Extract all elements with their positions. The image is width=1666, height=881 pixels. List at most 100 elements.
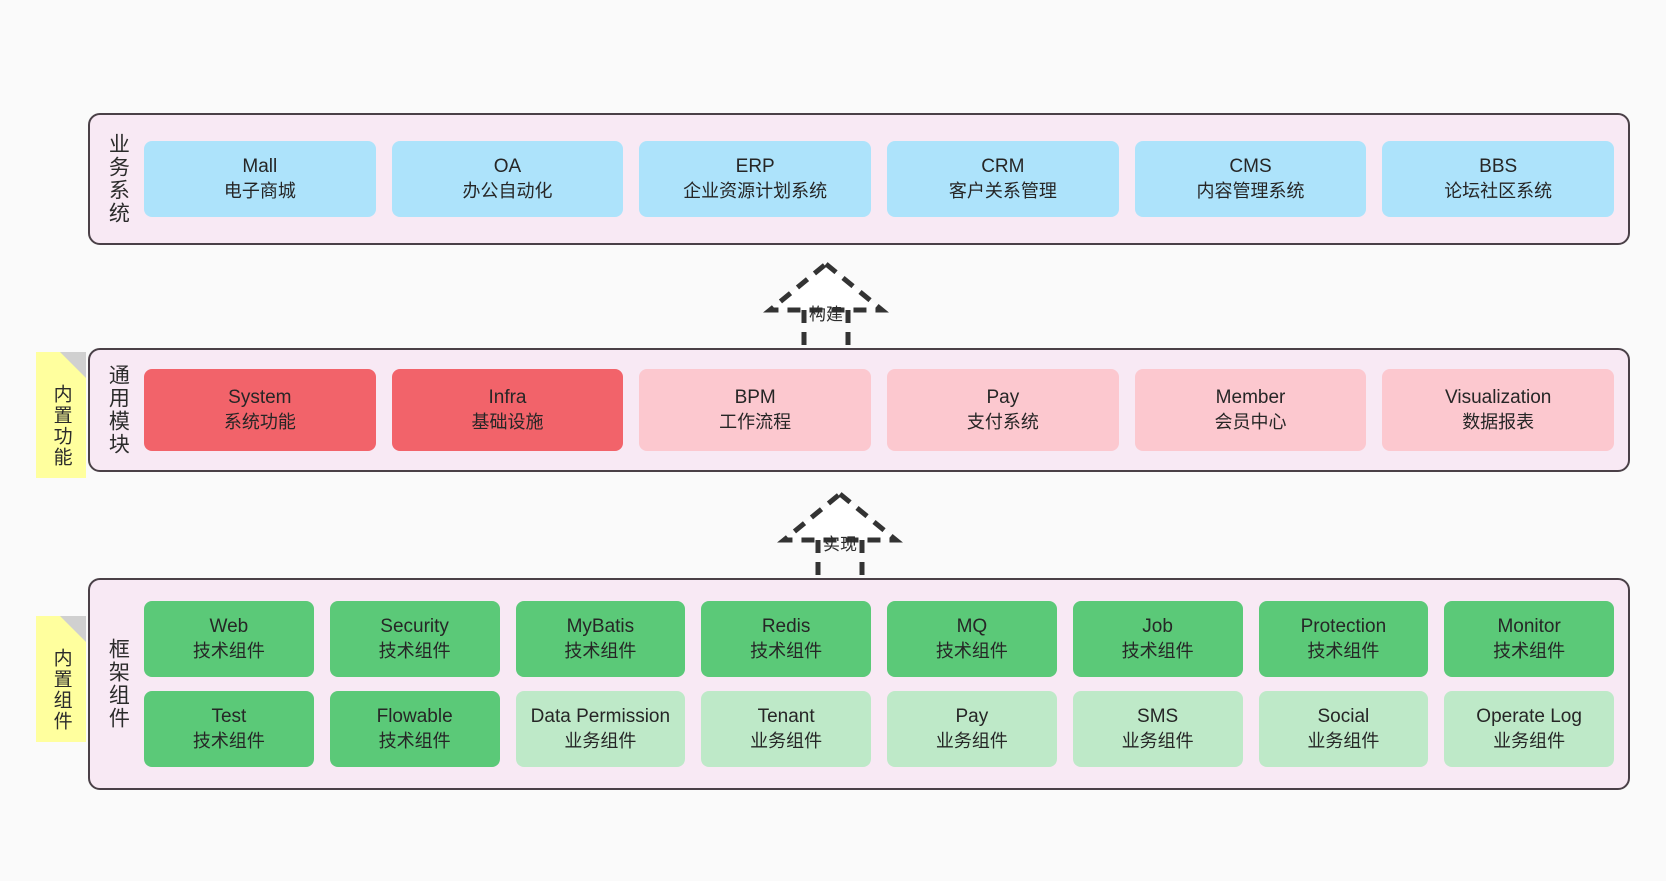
node-subtitle: 客户关系管理: [948, 180, 1057, 201]
node-name: Member: [1215, 387, 1286, 409]
node-infra[interactable]: Infra 基础设施: [391, 369, 624, 451]
node-subtitle: 业务组件: [1307, 730, 1380, 751]
node-name: Social: [1317, 706, 1370, 728]
folded-corner-icon: [60, 352, 86, 378]
node-bpm[interactable]: BPM 工作流程: [639, 369, 872, 451]
node-subtitle: 系统功能: [223, 411, 296, 432]
node-subtitle: 数据报表: [1462, 411, 1535, 432]
node-redis[interactable]: Redis 技术组件: [701, 601, 871, 677]
arrow-implement-label: 实现: [823, 535, 857, 554]
layer-title-framework: 框架组件: [106, 638, 130, 730]
node-subtitle: 电子商城: [223, 180, 296, 201]
node-member[interactable]: Member 会员中心: [1134, 369, 1367, 451]
node-name: Infra: [488, 387, 527, 409]
layer-framework-components: 框架组件 Web 技术组件 Security 技术组件 MyBatis 技术组件…: [88, 578, 1630, 790]
node-visualization[interactable]: Visualization 数据报表: [1382, 369, 1615, 451]
node-name: Pay: [955, 706, 989, 728]
node-name: CRM: [981, 156, 1025, 178]
node-name: Operate Log: [1476, 706, 1582, 728]
node-name: OA: [493, 156, 522, 178]
node-oa[interactable]: OA 办公自动化: [391, 141, 624, 217]
node-name: Redis: [761, 616, 811, 638]
node-name: Flowable: [376, 706, 453, 728]
layer-body-framework: Web 技术组件 Security 技术组件 MyBatis 技术组件 Redi…: [144, 580, 1628, 788]
node-subtitle: 办公自动化: [462, 180, 553, 201]
node-tenant[interactable]: Tenant 业务组件: [701, 691, 871, 767]
node-subtitle: 技术组件: [1121, 640, 1194, 661]
node-web[interactable]: Web 技术组件: [144, 601, 314, 677]
node-erp[interactable]: ERP 企业资源计划系统: [639, 141, 872, 217]
node-test[interactable]: Test 技术组件: [144, 691, 314, 767]
layer-body-business: Mall 电子商城 OA 办公自动化 ERP 企业资源计划系统 CRM 客户关系…: [144, 115, 1628, 243]
node-subtitle: 业务组件: [564, 730, 637, 751]
node-mq[interactable]: MQ 技术组件: [887, 601, 1057, 677]
node-subtitle: 技术组件: [750, 640, 823, 661]
node-name: Web: [209, 616, 249, 638]
node-name: MQ: [956, 616, 988, 638]
layer-title-modules: 通用模块: [106, 364, 130, 456]
node-operate-log[interactable]: Operate Log 业务组件: [1444, 691, 1614, 767]
node-pay-module[interactable]: Pay 支付系统: [887, 369, 1119, 451]
node-name: Data Permission: [530, 706, 671, 728]
sticky-note-text: 内置组件: [50, 648, 72, 732]
arrow-build-label: 构建: [809, 305, 843, 324]
node-job[interactable]: Job 技术组件: [1072, 601, 1243, 677]
node-subtitle: 业务组件: [750, 730, 823, 751]
node-data-permission[interactable]: Data Permission 业务组件: [515, 691, 686, 767]
node-subtitle: 企业资源计划系统: [683, 180, 828, 201]
node-name: BPM: [734, 387, 776, 409]
node-subtitle: 论坛社区系统: [1444, 180, 1553, 201]
node-mybatis[interactable]: MyBatis 技术组件: [515, 601, 686, 677]
node-name: Tenant: [757, 706, 815, 728]
node-crm[interactable]: CRM 客户关系管理: [887, 141, 1119, 217]
node-protection[interactable]: Protection 技术组件: [1258, 601, 1429, 677]
node-flowable[interactable]: Flowable 技术组件: [329, 691, 500, 767]
node-subtitle: 业务组件: [1493, 730, 1566, 751]
node-cms[interactable]: CMS 内容管理系统: [1134, 141, 1367, 217]
node-name: Security: [380, 616, 449, 638]
node-name: Pay: [986, 387, 1020, 409]
node-subtitle: 业务组件: [935, 730, 1008, 751]
node-name: ERP: [735, 156, 775, 178]
node-row: Web 技术组件 Security 技术组件 MyBatis 技术组件 Redi…: [144, 601, 1614, 677]
node-name: CMS: [1229, 156, 1272, 178]
node-security[interactable]: Security 技术组件: [329, 601, 500, 677]
node-subtitle: 基础设施: [471, 411, 544, 432]
sticky-note-text: 内置功能: [50, 384, 72, 468]
folded-corner-icon: [60, 616, 86, 642]
node-row: System 系统功能 Infra 基础设施 BPM 工作流程 Pay 支付系统…: [144, 369, 1615, 451]
sticky-note-builtin-features: 内置功能: [36, 352, 86, 478]
node-subtitle: 技术组件: [378, 730, 451, 751]
node-bbs[interactable]: BBS 论坛社区系统: [1382, 141, 1615, 217]
node-name: SMS: [1137, 706, 1179, 728]
sticky-note-builtin-components: 内置组件: [36, 616, 86, 742]
node-pay-component[interactable]: Pay 业务组件: [887, 691, 1057, 767]
node-subtitle: 会员中心: [1214, 411, 1287, 432]
node-name: Monitor: [1497, 616, 1561, 638]
node-monitor[interactable]: Monitor 技术组件: [1444, 601, 1614, 677]
node-name: Protection: [1300, 616, 1387, 638]
node-row: Test 技术组件 Flowable 技术组件 Data Permission …: [144, 691, 1614, 767]
node-social[interactable]: Social 业务组件: [1258, 691, 1429, 767]
node-system[interactable]: System 系统功能: [144, 369, 376, 451]
layer-common-modules: 通用模块 System 系统功能 Infra 基础设施 BPM 工作流程 Pay…: [88, 348, 1630, 472]
node-subtitle: 技术组件: [192, 640, 265, 661]
node-subtitle: 支付系统: [966, 411, 1039, 432]
node-subtitle: 技术组件: [1493, 640, 1566, 661]
arrow-build: 构建: [746, 258, 906, 358]
node-subtitle: 技术组件: [564, 640, 637, 661]
layer-business-systems: 业务系统 Mall 电子商城 OA 办公自动化 ERP 企业资源计划系统 CRM…: [88, 113, 1630, 245]
node-subtitle: 技术组件: [1307, 640, 1380, 661]
node-sms[interactable]: SMS 业务组件: [1072, 691, 1243, 767]
node-subtitle: 技术组件: [378, 640, 451, 661]
node-name: Visualization: [1445, 387, 1552, 409]
node-subtitle: 技术组件: [935, 640, 1008, 661]
node-subtitle: 内容管理系统: [1196, 180, 1305, 201]
node-name: Test: [211, 706, 247, 728]
node-name: BBS: [1479, 156, 1518, 178]
node-mall[interactable]: Mall 电子商城: [144, 141, 376, 217]
arrow-implement: 实现: [760, 488, 920, 588]
node-subtitle: 工作流程: [719, 411, 792, 432]
node-row: Mall 电子商城 OA 办公自动化 ERP 企业资源计划系统 CRM 客户关系…: [144, 141, 1615, 217]
